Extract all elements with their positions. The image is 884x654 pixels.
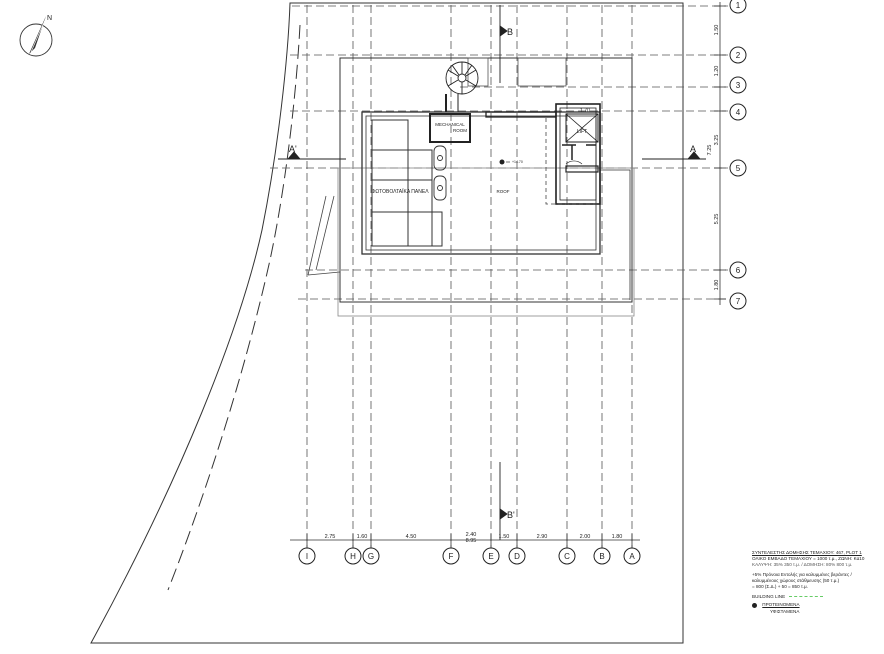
grid-marker-col: I (298, 547, 316, 565)
section-label-a: A (690, 144, 696, 154)
dimension-text: 2.75 (325, 534, 336, 540)
retaining-wall (307, 195, 341, 276)
legend-symbol-icon (752, 602, 757, 608)
legend-existing: ΥΦΙΣΤΑΜΕΝΑ (752, 609, 882, 615)
vertical-grid-lines (306, 5, 633, 548)
grid-label: F (449, 552, 454, 561)
section-label-b: B (507, 27, 513, 37)
dimension-text: 4.50 (406, 534, 417, 540)
grid-label: E (488, 552, 493, 561)
building-line-legend-swatch (789, 596, 824, 598)
grid-label: I (306, 552, 308, 561)
grid-label: C (564, 552, 570, 561)
north-label: N (47, 15, 52, 22)
section-label-a-prime: A' (289, 144, 297, 154)
grid-marker-row: 1 (729, 0, 747, 14)
building-line-legend-label: BUILDING LINE (752, 594, 786, 600)
grid-marker-col: B (593, 547, 611, 565)
dimension-text: 5.25 (714, 214, 720, 225)
pv-panel-label: ΦΩΤΟΒΟΛΤΑΪΚΑ ΠΑΝΕΛ (371, 188, 429, 195)
grid-marker-col: D (508, 547, 526, 565)
grid-label: 7 (736, 297, 741, 306)
grid-label: 5 (736, 164, 741, 173)
grid-label: 3 (736, 81, 741, 90)
spiral-stair (445, 61, 479, 112)
bottom-dimension-line (290, 534, 640, 548)
section-label-b-prime: B' (507, 510, 515, 520)
row-grid-markers: 1 2 3 4 5 6 7 (729, 0, 747, 310)
grid-marker-row: 2 (729, 46, 747, 64)
building-line-legend: BUILDING LINE (752, 594, 882, 600)
right-dimensions: 1.50 1.20 3.25 7.25 5.25 1.80 (707, 25, 720, 291)
dimension-text: 8.95 (466, 538, 477, 544)
legend-proposed: ΠΡΟΤΕΙΝΟΜΕΝΑ (752, 602, 882, 608)
dimension-text: 1.80 (714, 280, 720, 291)
plot-boundary (90, 2, 684, 644)
grid-label: A (629, 552, 635, 561)
north-arrow-icon: N (19, 15, 53, 57)
bottom-dimensions: 2.75 1.60 4.50 2.40 8.95 1.50 2.90 2.00 … (325, 532, 623, 544)
level-label: +14.70 (512, 160, 523, 164)
notes-title: ΣΥΝΤΕΛΕΣΤΗΣ ΔΟΜΗΣΗΣ ΤΕΜΑΧΙΟΥ: 467, PLOT … (752, 550, 862, 555)
grid-marker-row: 3 (729, 76, 747, 94)
roof-vents (433, 145, 447, 201)
horizontal-grid-lines (270, 5, 728, 300)
notes-line: ΟΛΙΚΟ ΕΜΒΑΔΟ ΤΕΜΑΧΙΟΥ = 1000 τ.μ., ΖΩΝΗ:… (752, 556, 865, 562)
legend-proposed-label: ΠΡΟΤΕΙΝΟΜΕΝΑ (762, 602, 800, 608)
dimension-text: 1.50 (714, 25, 720, 36)
dimension-text: 1.60 (357, 534, 368, 540)
dimension-text: 2.90 (537, 534, 548, 540)
grid-label: 4 (736, 108, 741, 117)
grid-marker-row: 6 (729, 261, 747, 279)
grid-label: 1 (736, 1, 741, 10)
building-line (167, 24, 301, 591)
column-grid-markers: I H G F E D C B A (298, 547, 641, 565)
mechanical-room (429, 113, 471, 143)
grid-label: G (368, 552, 374, 561)
grid-marker-row: 5 (729, 159, 747, 177)
grid-label: 6 (736, 266, 741, 275)
grid-label: D (514, 552, 520, 561)
legend-existing-label: ΥΦΙΣΤΑΜΕΝΑ (770, 608, 800, 614)
dimension-text: 3.25 (714, 135, 720, 146)
grid-marker-col: F (442, 547, 460, 565)
section-line-b (499, 5, 508, 540)
grid-marker-col: A (623, 547, 641, 565)
notes-line: = 800 (Σ.Δ.) + 50 = 850 τ.μ. (752, 583, 808, 589)
section-line-a (278, 151, 706, 160)
lift-shaft-dashed (545, 118, 598, 205)
dimension-text: 1.80 (612, 534, 623, 540)
grid-marker-col: C (558, 547, 576, 565)
stair-core-walls (485, 103, 601, 205)
level-marker (499, 159, 510, 165)
notes-line: +5% Πρόνοια Εντολής για καλυμμένες βεράν… (752, 571, 852, 577)
grid-marker-col: E (482, 547, 500, 565)
roof-label: ROOF (497, 189, 510, 194)
dimension-text: 2.00 (580, 534, 591, 540)
area-calculation-notes: ΣΥΝΤΕΛΕΣΤΗΣ ΔΟΜΗΣΗΣ ΤΕΜΑΧΙΟΥ: 467, PLOT … (752, 550, 882, 615)
mechanical-room-label: MECHANICAL (435, 122, 465, 127)
grid-marker-row: 7 (729, 292, 747, 310)
grid-marker-col: H (344, 547, 362, 565)
dimension-text: 1.20 (714, 66, 720, 77)
grid-marker-col: G (362, 547, 380, 565)
mechanical-room-label-2: ROOM (453, 128, 467, 133)
stair-dimension: 1.70 (580, 108, 590, 114)
pv-panels (371, 119, 443, 247)
grid-label: 2 (736, 51, 741, 60)
grid-label: H (350, 552, 356, 561)
lift-label: LIFT (577, 129, 587, 135)
notes-line: καλυμμένους χώρους στάθμευσης (50 τ.μ.) (752, 577, 840, 583)
right-dimension-line (714, 2, 726, 305)
dimension-text: 7.25 (707, 145, 713, 156)
grid-marker-row: 4 (729, 103, 747, 121)
notes-line: ΚΑΛΥΨΗ: 35% 350 τ.μ. / ΔΟΜΗΣΗ: 80% 800 τ… (752, 562, 853, 568)
building-outline (337, 57, 635, 317)
dimension-text: 2.40 (466, 532, 477, 538)
dimension-text: 1.50 (499, 534, 510, 540)
grid-label: B (599, 552, 604, 561)
openings-top (467, 57, 567, 87)
